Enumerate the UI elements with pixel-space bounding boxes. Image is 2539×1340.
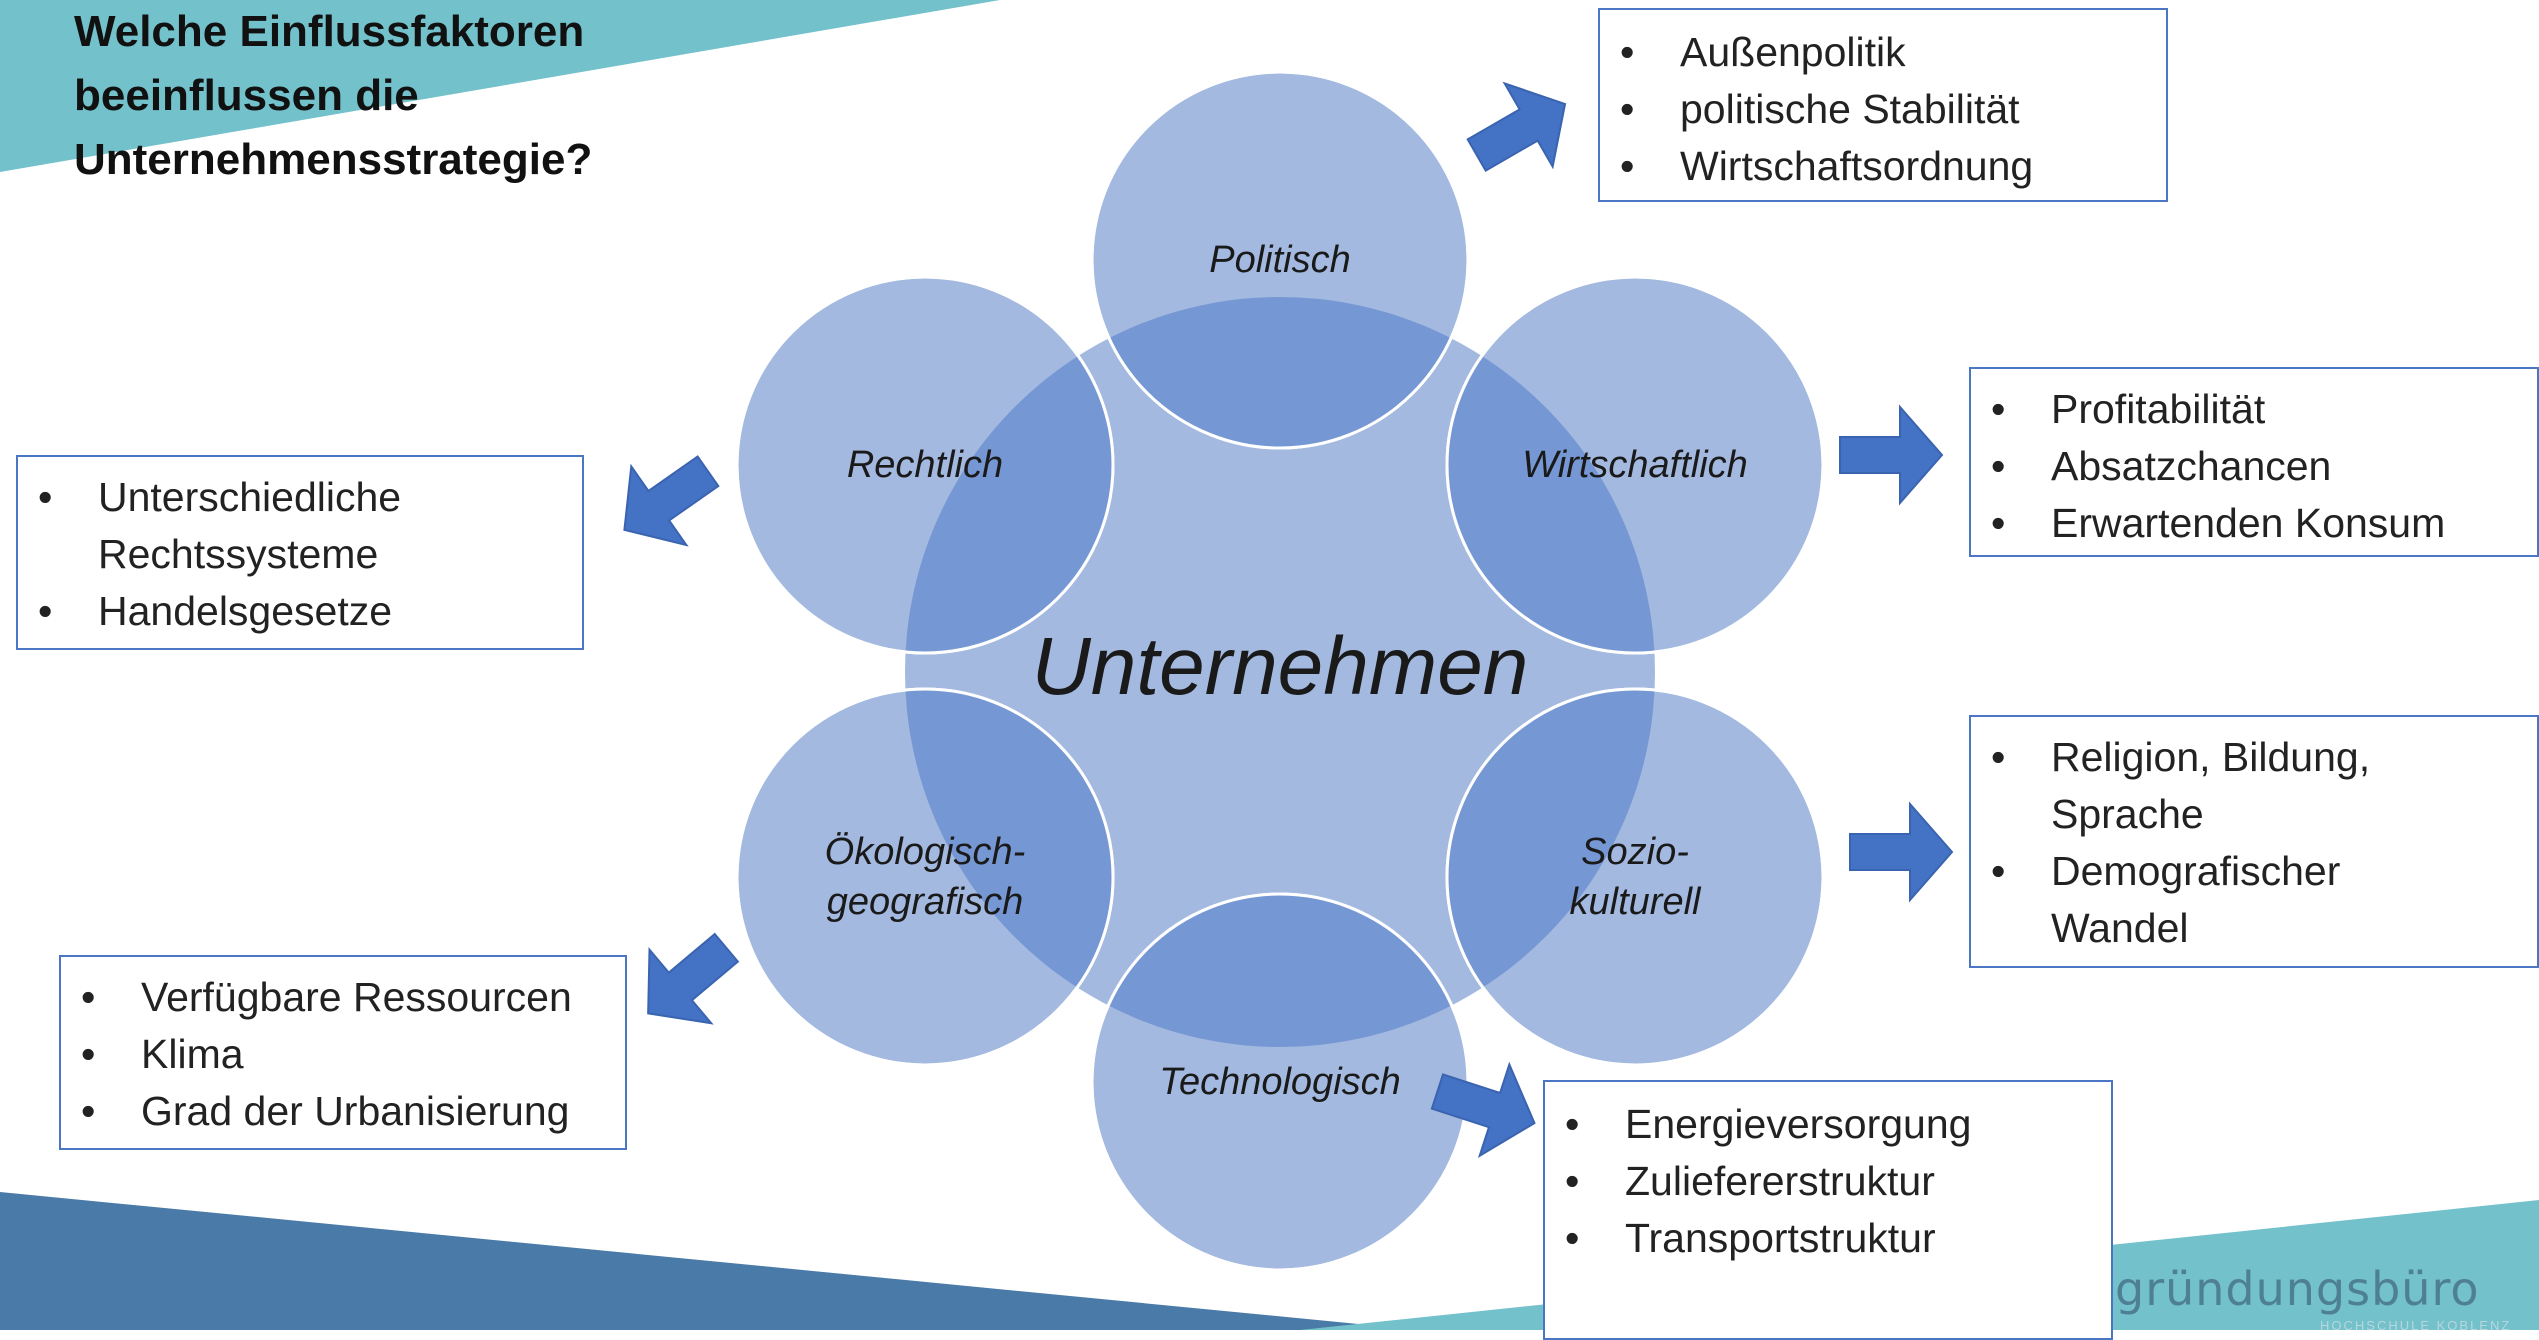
box-technologisch: Energieversorgung Zuliefererstruktur Tra… [1543, 1080, 2113, 1340]
list-item: Verfügbare Ressourcen [61, 969, 625, 1026]
list-item: Zuliefererstruktur [1545, 1153, 2111, 1210]
list-item: Wirtschaftsordnung [1600, 138, 2166, 195]
list-item: Handelsgesetze [18, 583, 582, 640]
list-item: Profitabilität [1971, 381, 2537, 438]
box-oekologisch: Verfügbare Ressourcen Klima Grad der Urb… [59, 955, 627, 1150]
box-soziokulturell: Religion, Bildung, Sprache Demografische… [1969, 715, 2539, 968]
list-item: Energieversorgung [1545, 1096, 2111, 1153]
label-soziokulturell-line2: kulturell [1570, 881, 1702, 923]
list-item: Außenpolitik [1600, 24, 2166, 81]
list-item: Grad der Urbanisierung [61, 1083, 625, 1140]
brand-logo-text: gründungsbüro [2115, 1262, 2480, 1316]
list-item: Absatzchancen [1971, 438, 2537, 495]
list-item: Unterschiedliche Rechtssysteme [18, 469, 582, 583]
arrow-wirtschaftlich-icon [1839, 404, 1944, 506]
label-politisch: Politisch [1209, 239, 1351, 281]
label-technologisch: Technologisch [1159, 1061, 1401, 1103]
label-rechtlich: Rechtlich [847, 444, 1003, 486]
brand-subtitle: HOCHSCHULE KOBLENZ [2320, 1318, 2512, 1333]
center-label: Unternehmen [1032, 621, 1529, 712]
arrow-politisch-icon [1466, 81, 1567, 172]
bottom-blue-band [0, 1192, 1420, 1330]
box-rechtlich: Unterschiedliche Rechtssysteme Handelsge… [16, 455, 584, 650]
arrow-rechtlich-icon [623, 455, 720, 547]
list-item: Transportstruktur [1545, 1210, 2111, 1267]
arrow-technologisch-icon [1430, 1061, 1536, 1158]
box-politisch: Außenpolitik politische Stabilität Wirts… [1598, 8, 2168, 202]
label-oekologisch-line2: geografisch [827, 881, 1023, 923]
list-item: Klima [61, 1026, 625, 1083]
arrow-soziokulturell-icon [1849, 801, 1954, 903]
list-item: Religion, Bildung, Sprache [1971, 729, 2537, 843]
label-soziokulturell-line1: Sozio- [1581, 831, 1689, 873]
arrow-oekologisch-icon [647, 932, 740, 1025]
list-item: Demografischer Wandel [1971, 843, 2537, 957]
page-title: Welche Einflussfaktoren beeinflussen die… [74, 7, 593, 184]
list-item: politische Stabilität [1600, 81, 2166, 138]
label-oekologisch-line1: Ökologisch- [825, 831, 1026, 873]
label-wirtschaftlich: Wirtschaftlich [1522, 444, 1748, 486]
top-left-teal-band [0, 0, 1000, 172]
box-wirtschaftlich: Profitabilität Absatzchancen Erwartenden… [1969, 367, 2539, 557]
list-item: Erwartenden Konsum [1971, 495, 2537, 552]
